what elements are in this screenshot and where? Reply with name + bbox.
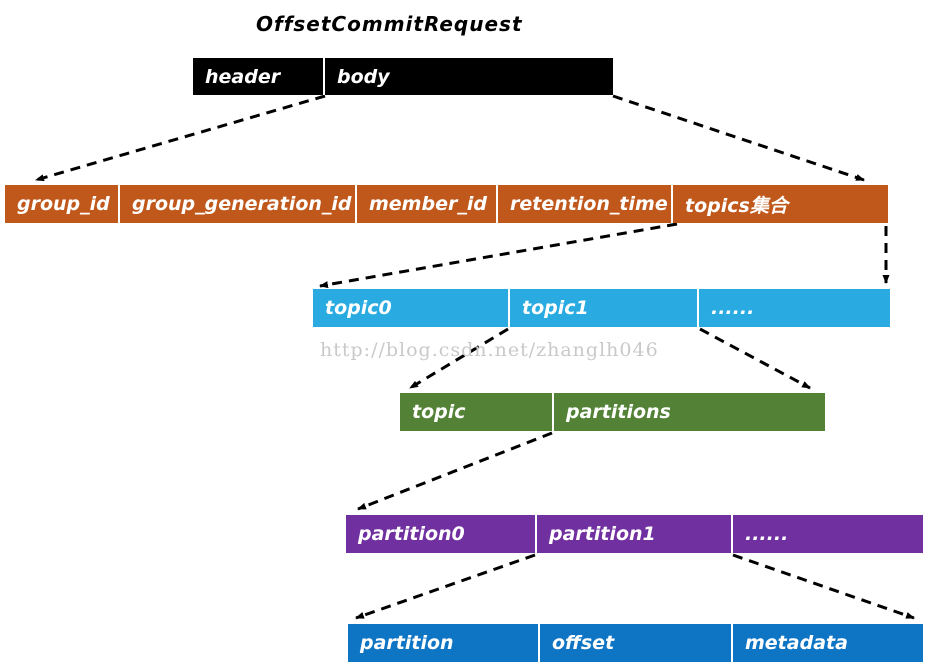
cell-header: header	[205, 65, 281, 88]
cell-group-id: group_id	[17, 193, 110, 215]
watermark: http://blog.csdn.net/zhanglh046	[320, 339, 659, 361]
cell-partitions: partitions	[552, 393, 825, 431]
cell-topic0: topic0	[325, 297, 392, 319]
cell-group-generation-id: group_generation_id	[118, 185, 355, 223]
cell-partition: partition	[360, 632, 454, 654]
cell-partition1: partition1	[535, 515, 731, 553]
topics-bar: topic0 topic1 ......	[313, 289, 890, 327]
cell-topics-ellipsis: ......	[697, 289, 890, 327]
partition-struct-bar: partition offset metadata	[348, 624, 923, 662]
topic-struct-bar: topic partitions	[400, 393, 825, 431]
cell-partitions-ellipsis: ......	[731, 515, 923, 553]
arrow-topics-to-topiclist-left	[319, 222, 678, 289]
cell-retention-time: retention_time	[496, 185, 671, 223]
cell-topic: topic	[412, 401, 466, 423]
cell-offset: offset	[538, 624, 731, 662]
arrow-partition0-to-partitionstruct	[355, 553, 536, 620]
cell-topics-set: topics集合	[671, 185, 888, 223]
request-bar: header body	[193, 58, 613, 95]
body-fields-bar: group_id group_generation_id member_id r…	[5, 185, 888, 223]
cell-topic1: topic1	[508, 289, 697, 327]
partitions-bar: partition0 partition1 ......	[346, 515, 923, 553]
cell-member-id: member_id	[355, 185, 496, 223]
cell-body: body	[323, 58, 613, 95]
arrow-body-to-fields-left	[35, 94, 326, 182]
diagram-title: OffsetCommitRequest	[256, 12, 523, 36]
cell-partition0: partition0	[358, 523, 465, 545]
arrow-topic1-to-topicstruct	[699, 327, 811, 390]
arrow-body-to-fields-right	[612, 94, 865, 182]
arrow-partition1-to-partitionstruct	[732, 553, 915, 620]
arrow-partitions-to-partitionlist	[357, 431, 553, 511]
cell-metadata: metadata	[731, 624, 923, 662]
